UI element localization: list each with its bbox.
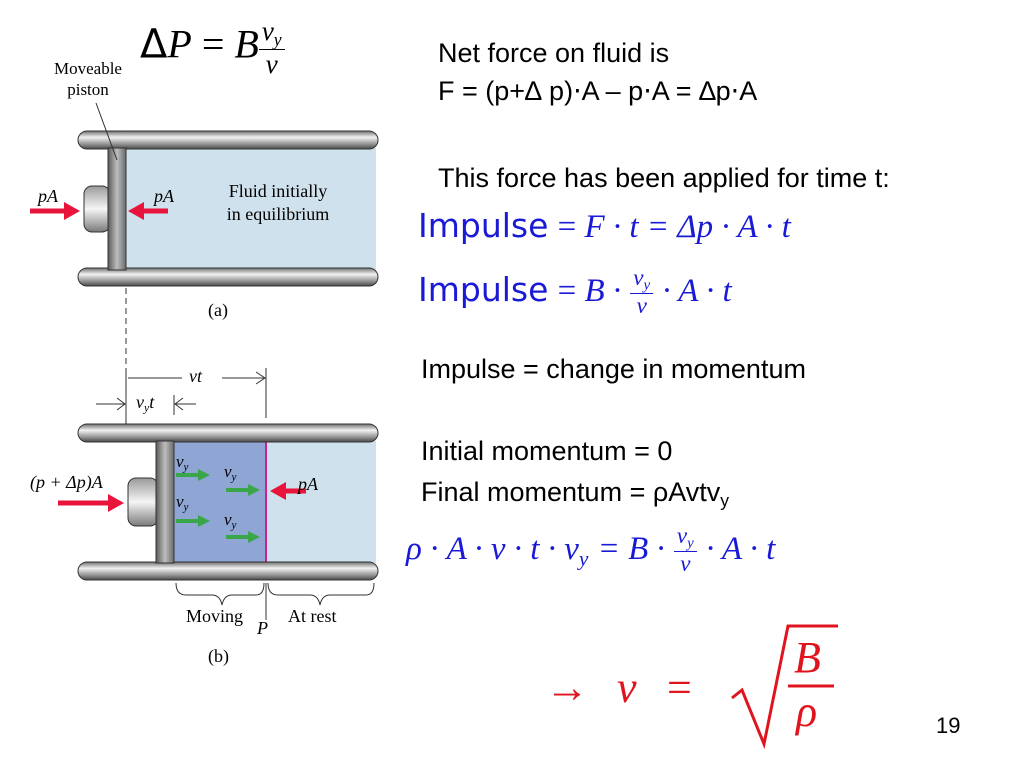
title-den: v (265, 48, 278, 79)
arrow-pA-right-b (270, 482, 306, 500)
title-B: B (234, 21, 259, 67)
pipe-top-a (77, 130, 379, 150)
result-v: v (617, 663, 637, 712)
fluid-moving-region (174, 441, 266, 563)
title-formula: ΔP = B vy v (140, 18, 285, 78)
brace-at-rest (267, 582, 375, 606)
net-force-line-2: F = (p+∆ p)⋅A – p⋅A = ∆p⋅A (438, 76, 758, 106)
pipe-top-b (77, 423, 379, 443)
page-number: 19 (936, 713, 961, 738)
label-vy-4: vy (224, 510, 236, 531)
label-vy-2: vy (224, 462, 236, 483)
impulse-eq2-fraction: vy v (630, 265, 654, 319)
label-point-P: P (257, 618, 268, 638)
label-vt: vt (189, 366, 202, 386)
eq3-den: v (680, 551, 691, 577)
label-moving: Moving (186, 606, 244, 626)
vy3-v: v (176, 492, 184, 511)
title-fraction: vy v (258, 16, 285, 79)
label-moveable-piston: Moveable piston (54, 59, 122, 99)
piston-leader-line (95, 102, 118, 161)
title-eq: = (201, 21, 225, 67)
impulse-equation-2: Impulse = B · vy v · A · t (418, 265, 732, 319)
label-vy-3: vy (176, 492, 188, 513)
sqrt-symbol (731, 624, 838, 750)
eq2-num-sub: y (643, 277, 651, 294)
net-force-line-1: Net force on fluid is (438, 38, 670, 68)
result-equals: = (667, 663, 692, 712)
sqrt-denominator: ρ (796, 687, 818, 736)
arrow-pA-right-a (128, 202, 168, 220)
vyt-arrowhead-left (116, 397, 126, 411)
piston-diagram (30, 102, 379, 620)
label-vyt: vyt (136, 392, 154, 415)
sqrt-numerator: B (794, 633, 821, 682)
title-P: P (167, 21, 192, 67)
green-velocity-arrows (176, 469, 260, 543)
momentum-equation: ρ · A · v · t · vy = B · vy v · A · t (406, 524, 775, 577)
eq3-num: v (676, 523, 688, 548)
vt-arrowhead (255, 371, 266, 385)
arrow-force-left-b (58, 494, 124, 512)
title-num: v (261, 16, 274, 46)
title-num-sub: y (273, 29, 282, 50)
label-vyt-sub: y (144, 401, 150, 415)
eq2-num: v (633, 265, 644, 290)
piston-plate-b (155, 440, 175, 564)
piston-rod-a (83, 185, 111, 233)
label-force-left-b: (p + Δp)A (30, 472, 103, 492)
pipe-bottom-b (77, 561, 379, 581)
eq3-B: = B · (597, 531, 665, 568)
final-momentum-sub: y (720, 490, 729, 511)
eq3-lhs: ρ · A · v · t · vy (406, 531, 589, 571)
eq3-num-sub: y (687, 535, 694, 552)
eq3-fraction: vy v (673, 523, 697, 577)
vy2-v: v (224, 462, 232, 481)
impulse-change-text: Impulse = change in momentum (421, 354, 806, 384)
vy1-v: v (176, 452, 184, 471)
impulse-eq1-rhs: F · t = Δp · A · t (584, 209, 791, 245)
vy1-sub: y (183, 461, 189, 474)
caption-a: (a) (208, 300, 228, 320)
label-vyt-v: v (136, 392, 144, 412)
vy3-sub: y (183, 501, 189, 514)
label-fluid-equilibrium: Fluid initially in equilibrium (226, 181, 330, 224)
label-vy-1: vy (176, 452, 188, 473)
label-pA-left-a: pA (38, 186, 58, 206)
label-pA-right-a: pA (154, 186, 174, 206)
impulse-word-2: Impulse (418, 270, 549, 310)
impulse-equation-1: Impulse = F · t = Δp · A · t (418, 206, 791, 245)
result-arrow: → (545, 663, 589, 712)
label-pA-b: pA (298, 474, 318, 494)
initial-momentum-text: Initial momentum = 0 (421, 436, 673, 466)
caption-b: (b) (208, 646, 229, 666)
brace-moving (175, 582, 265, 606)
piston-plate-a (107, 147, 127, 271)
eq3-lhs-text: ρ · A · v · t · v (406, 531, 579, 568)
label-at-rest: At rest (288, 606, 337, 626)
vyt-arrowhead-right (174, 397, 184, 411)
fluid-rest-region (266, 441, 376, 563)
title-delta: Δ (140, 21, 168, 68)
label-vyt-t: t (149, 392, 155, 412)
eq2-den: v (636, 293, 647, 319)
impulse-word-1: Impulse (418, 206, 549, 245)
arrow-pA-left-a (30, 202, 80, 220)
eq3-tail: · A · t (705, 531, 776, 568)
force-time-text: This force has been applied for time t: (438, 163, 890, 193)
piston-rod-b (127, 477, 159, 527)
vy4-sub: y (231, 519, 237, 532)
final-momentum-main: Final momentum = ρAvtv (421, 477, 721, 507)
final-momentum-text: Final momentum = ρAvtvy (421, 476, 729, 516)
impulse-eq2-B: B · (584, 273, 622, 310)
eq3-lhs-sub: y (578, 546, 589, 571)
impulse-eq2-tail: · A · t (662, 273, 732, 310)
vy2-sub: y (231, 471, 237, 484)
vy4-v: v (224, 510, 232, 529)
pipe-bottom-a (77, 267, 379, 287)
